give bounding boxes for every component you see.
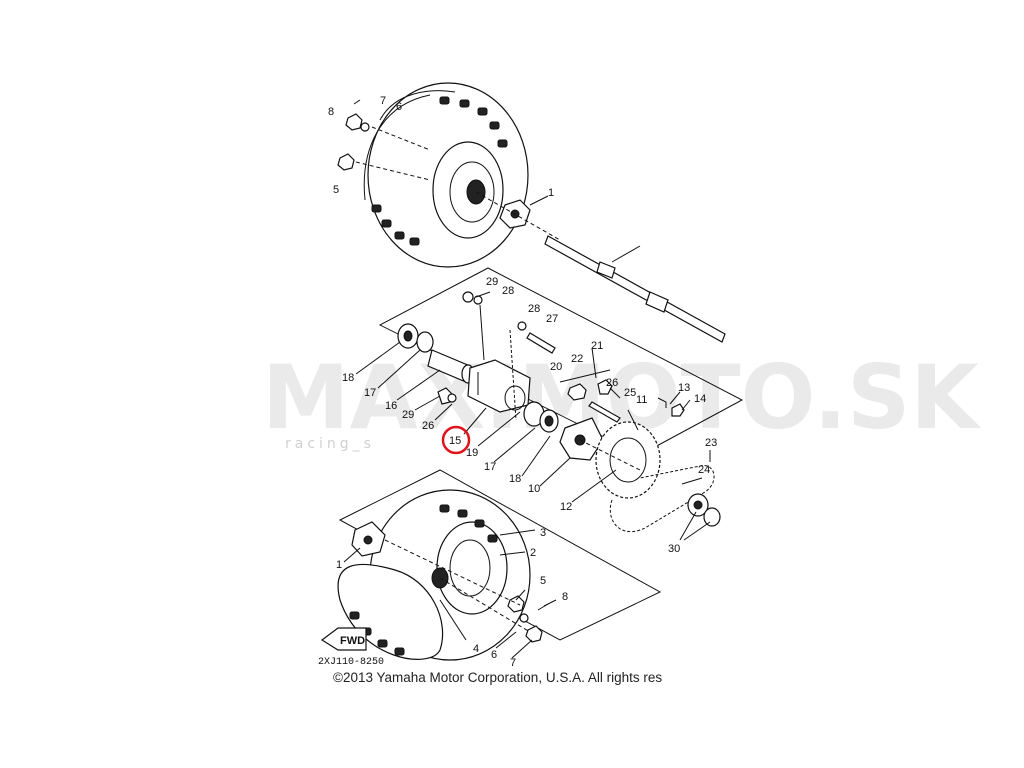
callout: 5 (333, 184, 339, 196)
middle-bearings (397, 323, 475, 384)
callout: 11 (636, 394, 647, 406)
callout: 3 (540, 527, 546, 539)
callout: 29 (486, 276, 498, 288)
bolts (437, 291, 685, 423)
top-wheel-tire (363, 82, 529, 268)
callout: 4 (473, 643, 479, 655)
callout: 22 (571, 353, 583, 365)
bottom-wheel (337, 489, 531, 661)
part-code: 2XJ110-8250 (318, 657, 385, 668)
callout: 23 (705, 437, 717, 449)
callout: 29 (402, 409, 414, 421)
callouts-middle: 29 28 28 27 21 22 20 26 25 11 13 14 18 1… (342, 276, 717, 555)
callout: 28 (528, 303, 540, 315)
callout: 21 (591, 340, 603, 352)
callout: 5 (540, 575, 546, 587)
callout: 28 (502, 285, 514, 297)
callout: 8 (328, 106, 334, 118)
callout: 1 (336, 559, 342, 571)
sprocket (595, 421, 661, 499)
callout: 18 (342, 372, 354, 384)
highlighted-callout: 15 (441, 425, 471, 455)
leader-lines-bottom (343, 529, 557, 659)
callouts-top: 8 7 6 5 1 (328, 95, 554, 199)
callout: 7 (380, 95, 386, 107)
callout: 6 (396, 101, 402, 113)
callout: 27 (546, 313, 558, 325)
callout: 14 (694, 393, 706, 405)
rear-axle (544, 235, 726, 343)
callout: 24 (698, 464, 710, 476)
watermark-tagline: racing_s (285, 436, 375, 452)
bottom-nuts (507, 595, 549, 643)
bearing-housing (467, 359, 531, 413)
callout: 7 (510, 657, 516, 669)
bottom-hub (351, 521, 386, 557)
chain-rollers (687, 493, 721, 527)
callout: 1 (548, 187, 554, 199)
leader-lines-middle (355, 291, 711, 541)
callout: 19 (466, 447, 478, 459)
callout: 6 (491, 649, 497, 661)
sprocket-hub (559, 417, 604, 461)
callout: 17 (484, 461, 496, 473)
callout: 16 (385, 400, 397, 412)
callout: 18 (509, 473, 521, 485)
callout: 30 (668, 543, 680, 555)
callout: 12 (560, 501, 572, 513)
callout: 26 (422, 420, 434, 432)
fwd-label: FWD (340, 635, 365, 647)
copyright-notice: ©2013 Yamaha Motor Corporation, U.S.A. A… (333, 670, 663, 685)
callout: 17 (364, 387, 376, 399)
callout: 20 (550, 361, 562, 373)
callout: 10 (528, 483, 540, 495)
callout: 2 (530, 547, 536, 559)
callouts-bottom: 3 2 1 5 8 4 6 7 (336, 527, 568, 669)
top-wheel-nuts (337, 99, 370, 171)
callout: 8 (562, 591, 568, 603)
callout: 26 (606, 377, 618, 389)
highlight-ring (441, 425, 471, 455)
callout: 13 (678, 382, 690, 394)
callout-highlighted: 15 (449, 435, 461, 447)
right-bearings (523, 401, 559, 433)
forward-arrow-icon: FWD (320, 627, 367, 651)
callout: 25 (624, 387, 636, 399)
